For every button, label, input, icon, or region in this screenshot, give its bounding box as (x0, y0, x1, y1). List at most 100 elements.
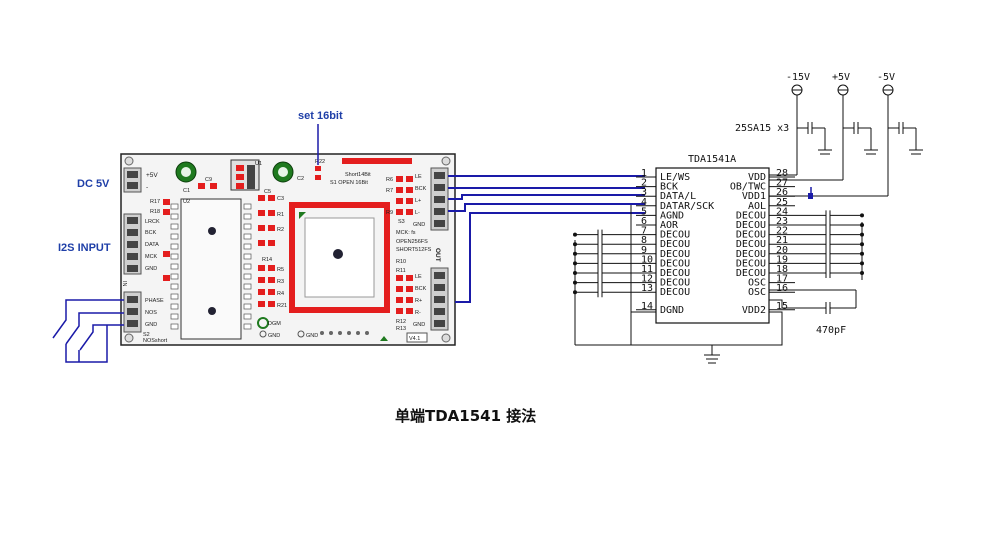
chip-left-pin-num: 10 (641, 254, 653, 265)
chip-right-pin-num: 23 (776, 216, 788, 227)
junction-dot (860, 213, 864, 218)
decoupling-cap-rows (573, 210, 864, 298)
dc5v-label: DC 5V (77, 178, 110, 190)
chip-left-pin-name: DATA/L (660, 191, 696, 202)
chip-right-pin-name: OSC (748, 278, 766, 289)
pin-5v: +5V (146, 172, 158, 179)
pin-le-top: LE (415, 174, 422, 180)
chip-right-pin-num: 16 (776, 283, 788, 294)
pin-nos: NOS (145, 310, 157, 316)
chip-right-pin-name: DECOU (736, 210, 766, 221)
chip-right-pin-name: VDD1 (742, 191, 766, 202)
pin-bck: BCK (145, 230, 157, 236)
chip-left-pin-name: DECOU (660, 249, 690, 260)
chip-name: TDA1541A (688, 154, 736, 165)
supply-neg15: -15V (786, 72, 810, 83)
chip-right-pin-num: 17 (776, 274, 788, 285)
set16bit-label: set 16bit (298, 110, 343, 122)
junction-dot (860, 251, 864, 256)
chip-left-pin-name: AOR (660, 220, 679, 231)
chip-right-pin-name: DECOU (736, 239, 766, 250)
chip-right-pin-num: 27 (776, 178, 788, 189)
chip-right-pin-num: 25 (776, 197, 788, 208)
chip-right-pin-name: VDD (748, 172, 766, 183)
chip-left-pin-num: 9 (641, 245, 647, 256)
pin-gnd: GND (145, 266, 157, 272)
comp-r4: R4 (277, 291, 284, 297)
chip-left-pin-num: 1 (641, 168, 647, 179)
supply-rails (769, 84, 923, 197)
chip-right-pin-num: 21 (776, 235, 788, 246)
chip-right-pin-name: OSC (748, 287, 766, 298)
chip-left-pin-name: DGND (660, 305, 684, 316)
comp-r2: R2 (277, 227, 284, 233)
comp-u2: U2 (183, 199, 190, 205)
pin-mck: MCK (145, 254, 158, 260)
open256-label: OPEN256FS (396, 239, 428, 245)
junction-dot (860, 261, 864, 266)
pin-data: DATA (145, 242, 159, 248)
short14-label: Short14Bit (345, 172, 371, 178)
switch-symbols (52, 299, 124, 363)
comp-c5: C5 (264, 189, 271, 195)
junction-dot (860, 223, 864, 227)
pcb-board: +5V - LRCK BCK DATA MCK GND PHASE NOS GN… (120, 153, 456, 346)
in-label: IN (121, 281, 127, 287)
chip-right-pin-name: DECOU (736, 230, 766, 241)
pin-phase: PHASE (145, 298, 164, 304)
chip-left-pin-num: 6 (641, 216, 647, 227)
pin-gnd-bot: GND (413, 322, 425, 328)
comp-c9: C9 (205, 177, 212, 183)
chip-right-pin-num: 24 (776, 206, 788, 217)
chip-left-pin-num: 11 (641, 264, 653, 275)
chip-right-pin-name: OB/TWC (730, 182, 766, 193)
open16-label: S1 OPEN 16Bit (330, 180, 368, 186)
pin-lminus: L- (415, 210, 420, 216)
junction-dot (860, 242, 864, 247)
signal-wires (448, 175, 645, 303)
chip-left-pin-name: DECOU (660, 287, 690, 298)
chip-right-pin-name: VDD2 (742, 305, 766, 316)
chip-left-pin-num: 5 (641, 206, 647, 217)
chip-left-pin-name: DECOU (660, 258, 690, 269)
comp-r6: R6 (386, 177, 393, 183)
chip-left-pin-name: LE/WS (660, 172, 690, 183)
pin-lrck: LRCK (145, 219, 160, 225)
chip-right-pin-num: 28 (776, 168, 788, 179)
cap-470-label: 470pF (816, 325, 846, 336)
comp-r11: R11 (396, 268, 406, 274)
chip-right-pin-num: 20 (776, 245, 788, 256)
chip-left-pin-name: DECOU (660, 230, 690, 241)
junction-dot (860, 271, 864, 275)
chip-right-pin-name: DECOU (736, 258, 766, 269)
chip-left-pin-name: DECOU (660, 268, 690, 279)
chip-left-pin-num: 3 (641, 187, 647, 198)
comp-dgm: DGM (268, 321, 281, 327)
version-label: V4.1 (409, 336, 420, 342)
chip-right-pin-num: 26 (776, 187, 788, 198)
supply-pos5: +5V (832, 72, 850, 83)
comp-r21: R21 (277, 303, 287, 309)
chip-left-pin-num: 2 (641, 178, 647, 189)
comp-r12: R12 (396, 319, 406, 325)
comp-r13: R13 (396, 326, 406, 332)
chip-right-pin-name: DECOU (736, 268, 766, 279)
comp-r22: R22 (315, 159, 325, 165)
chip-right-pin-num: 18 (776, 264, 788, 275)
chip-left-pin-name: DECOU (660, 239, 690, 250)
pin-gnd2: GND (145, 322, 157, 328)
comp-c2: C2 (297, 176, 304, 182)
diagram-caption: 单端TDA1541 接法 (395, 407, 536, 425)
comp-c3: C3 (277, 196, 284, 202)
chip-right-pin-name: DECOU (736, 220, 766, 231)
mck-fs-label: MCK: fs (396, 230, 416, 236)
junction-dot (573, 280, 577, 285)
chip-left-pin-name: DATAR/SCK (660, 201, 714, 212)
comp-s3: S3 (398, 219, 405, 225)
i2s-input-label: I2S INPUT (58, 242, 111, 254)
chip-left-pin-num: 13 (641, 283, 653, 294)
chip-right-pin-num: 19 (776, 254, 788, 265)
